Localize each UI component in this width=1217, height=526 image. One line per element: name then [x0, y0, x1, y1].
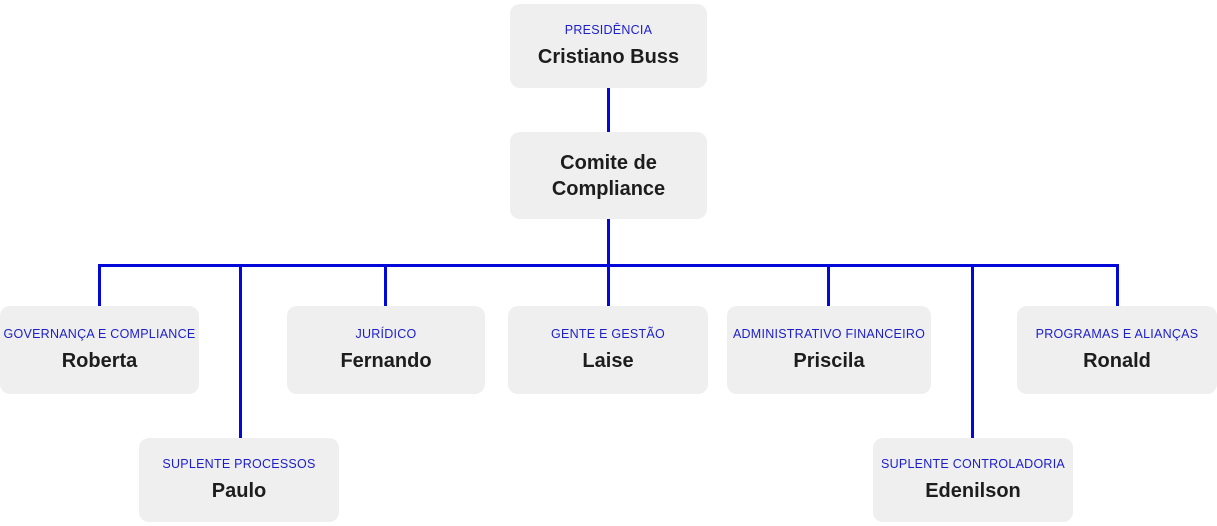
node-department-label: JURÍDICO	[355, 326, 417, 341]
node-juridico: JURÍDICO Fernando	[287, 306, 485, 394]
node-suplente-controladoria: SUPLENTE CONTROLADORIA Edenilson	[873, 438, 1073, 522]
node-department-label: PROGRAMAS E ALIANÇAS	[1035, 326, 1199, 341]
node-person-name: Comite de Compliance	[551, 151, 666, 200]
node-person-name: Cristiano Buss	[537, 45, 680, 68]
connector-comite-bus	[607, 218, 610, 266]
connector-drop-gente	[607, 264, 610, 307]
node-gente-gestao: GENTE E GESTÃO Laise	[508, 306, 708, 394]
node-person-name: Edenilson	[925, 479, 1021, 502]
node-department-label: GOVERNANÇA E COMPLIANCE	[3, 326, 196, 341]
node-person-name: Ronald	[1083, 349, 1151, 372]
connector-drop-administrativo	[827, 264, 830, 307]
connector-drop-suplente-controladoria	[971, 264, 974, 439]
node-programas-aliancas: PROGRAMAS E ALIANÇAS Ronald	[1017, 306, 1217, 394]
node-department-label: GENTE E GESTÃO	[551, 326, 665, 341]
node-department-label: SUPLENTE PROCESSOS	[162, 456, 316, 471]
connector-drop-suplente-processos	[239, 264, 242, 439]
node-governanca-compliance: GOVERNANÇA E COMPLIANCE Roberta	[0, 306, 199, 394]
node-person-name: Roberta	[61, 349, 138, 372]
connector-drop-governanca	[98, 264, 101, 307]
node-department-label: ADMINISTRATIVO FINANCEIRO	[732, 326, 926, 341]
connector-drop-programas	[1116, 264, 1119, 307]
node-department-label: PRESIDÊNCIA	[564, 22, 653, 37]
node-department-label: SUPLENTE CONTROLADORIA	[881, 456, 1066, 471]
node-person-name: Laise	[582, 349, 634, 372]
node-suplente-processos: SUPLENTE PROCESSOS Paulo	[139, 438, 339, 522]
connector-drop-juridico	[384, 264, 387, 307]
node-person-name: Fernando	[340, 349, 432, 372]
node-comite-compliance: Comite de Compliance	[510, 132, 707, 219]
node-administrativo-financeiro: ADMINISTRATIVO FINANCEIRO Priscila	[727, 306, 931, 394]
node-person-name: Priscila	[793, 349, 865, 372]
node-presidencia: PRESIDÊNCIA Cristiano Buss	[510, 4, 707, 88]
connector-presidencia-comite	[607, 87, 610, 133]
node-person-name: Paulo	[211, 479, 267, 502]
